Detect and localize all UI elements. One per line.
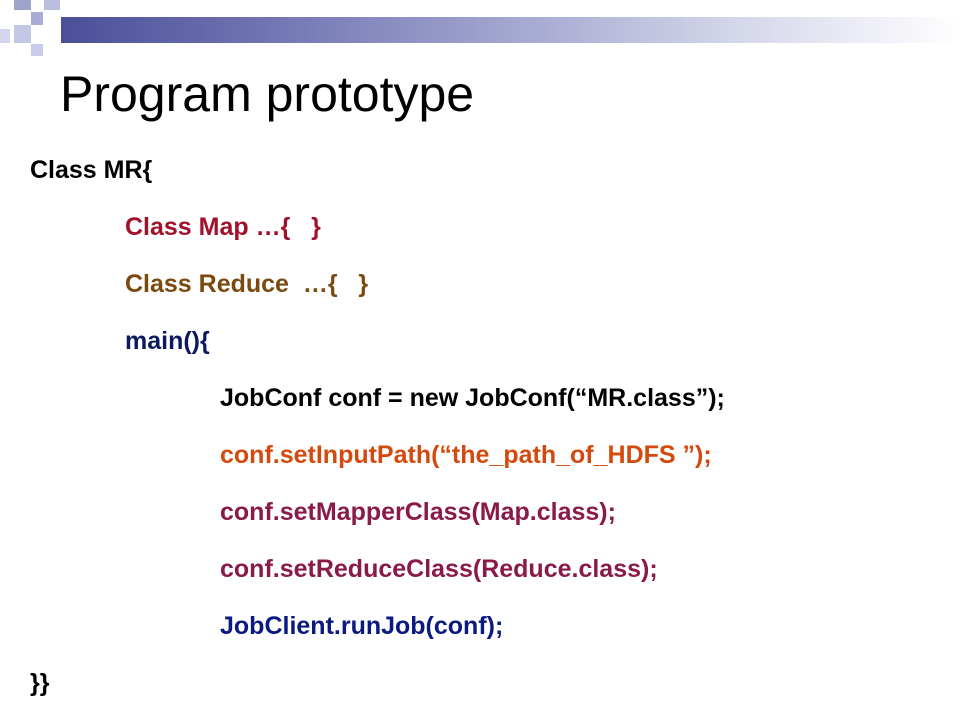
decorative-square	[31, 12, 43, 25]
code-line-set-reduce-class: conf.setReduceClass(Reduce.class);	[220, 555, 658, 583]
code-line-class-reduce: Class Reduce …{ }	[125, 270, 369, 298]
code-line-run-job: JobClient.runJob(conf);	[220, 612, 504, 640]
code-line-main: main(){	[125, 327, 210, 355]
decorative-square	[0, 29, 10, 43]
code-line-closing-braces: }}	[30, 669, 50, 697]
code-line-class-map: Class Map …{ }	[125, 213, 321, 241]
decorative-square	[31, 44, 43, 56]
header-gradient-bar	[61, 17, 960, 43]
decorative-square	[14, 25, 31, 43]
decorative-square	[14, 0, 31, 10]
slide-title: Program prototype	[60, 66, 475, 122]
code-line-class-mr: Class MR{	[30, 156, 153, 184]
decorative-square	[44, 0, 60, 10]
code-line-set-input-path: conf.setInputPath(“the_path_of_HDFS ”);	[220, 441, 712, 469]
code-line-set-mapper-class: conf.setMapperClass(Map.class);	[220, 498, 616, 526]
code-line-jobconf: JobConf conf = new JobConf(“MR.class”);	[220, 384, 725, 412]
